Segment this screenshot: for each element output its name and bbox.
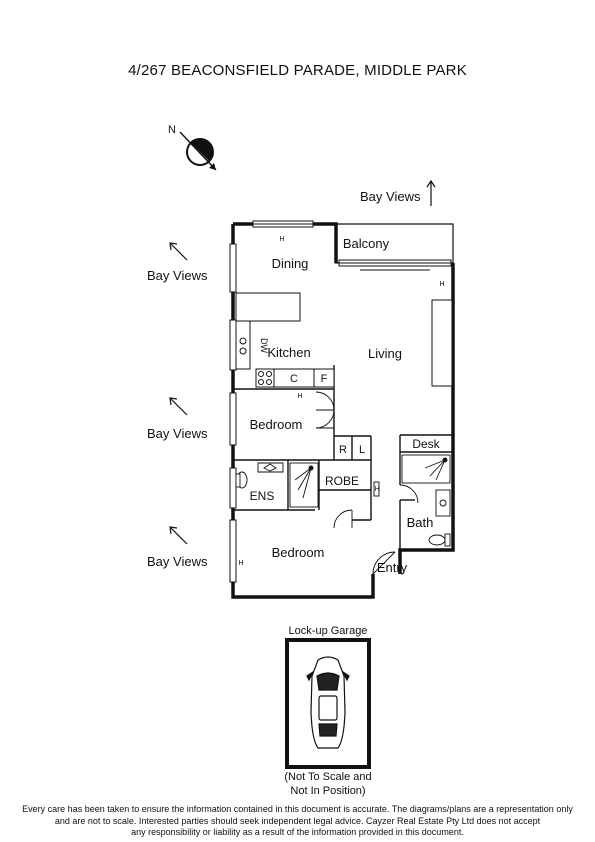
bay-views-arrow-top — [426, 179, 436, 206]
cupboard-r-label: R — [339, 444, 347, 456]
cupboard-l-label: L — [359, 444, 365, 456]
room-label-living: Living — [368, 346, 402, 361]
garage-note-line2: Not In Position) — [290, 785, 365, 797]
bay-views-arrow-left3 — [169, 526, 188, 545]
room-label-bath: Bath — [407, 515, 434, 530]
disclaimer-line-3: any responsibility or liability as a res… — [131, 827, 464, 837]
room-label-robe: ROBE — [325, 474, 359, 488]
disclaimer-line-2: and are not to scale. Interested parties… — [54, 815, 541, 826]
compass-icon — [179, 131, 217, 171]
bay-views-arrow-left1 — [169, 242, 188, 261]
dishwasher-label: DW — [259, 338, 269, 353]
bay-views-label-left1: Bay Views — [147, 268, 208, 283]
cooktop-label: C — [290, 373, 298, 385]
bay-views-arrow-left2 — [169, 397, 188, 416]
windows — [229, 220, 453, 583]
room-label-bedroom-1: Bedroom — [250, 417, 303, 432]
disclaimer-line-1: Every care has been taken to ensure the … — [22, 804, 573, 814]
doors — [315, 391, 419, 575]
heater-label-bedroom: H — [238, 560, 243, 567]
bay-views-label-left3: Bay Views — [147, 554, 208, 569]
room-label-dining: Dining — [272, 256, 309, 271]
disclaimer: Every care has been taken to ensure the … — [10, 804, 585, 839]
heater-label-robe: H — [374, 486, 379, 493]
room-label-bedroom-2: Bedroom — [272, 545, 325, 560]
outer-walls — [231, 222, 455, 599]
interior-walls — [233, 365, 453, 550]
car-icon — [306, 656, 350, 749]
room-label-entry: Entry — [377, 560, 408, 575]
room-label-ens: ENS — [250, 489, 275, 503]
room-label-balcony: Balcony — [343, 236, 390, 251]
room-label-desk: Desk — [412, 437, 440, 451]
bay-views-label-left2: Bay Views — [147, 426, 208, 441]
heater-label-kitchen: H — [297, 393, 302, 400]
property-title: 4/267 BEACONSFIELD PARADE, MIDDLE PARK — [128, 62, 467, 79]
bathroom-fittings — [235, 454, 451, 547]
garage-note-line1: (Not To Scale and — [284, 771, 371, 783]
compass-north-label: N — [168, 124, 176, 136]
kitchen-fittings — [235, 292, 335, 388]
heater-label-living: H — [439, 281, 444, 288]
garage-label: Lock-up Garage — [289, 625, 368, 637]
room-label-kitchen: Kitchen — [267, 345, 310, 360]
bay-views-label-top: Bay Views — [360, 189, 421, 204]
fridge-label: F — [321, 373, 328, 385]
heater-label-dining: H — [279, 236, 284, 243]
